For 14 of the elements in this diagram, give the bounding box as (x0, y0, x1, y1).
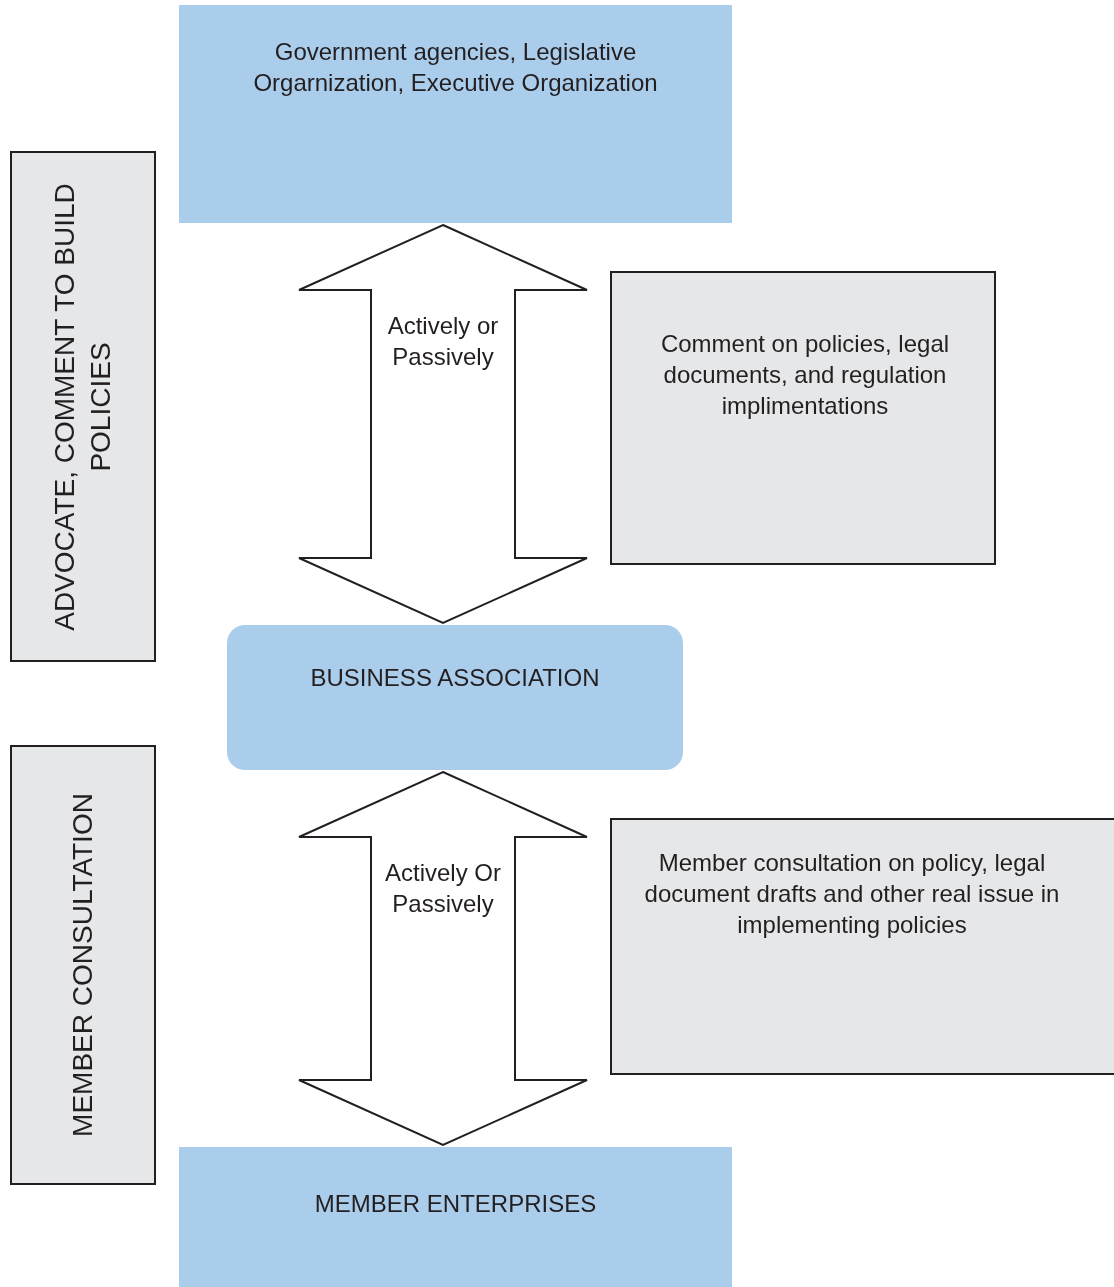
node-text: Comment on policies, legal documents, and regulation implimentations (659, 329, 951, 421)
side-panel (10, 745, 156, 1185)
note-box (610, 271, 996, 565)
process-box (179, 5, 732, 223)
node-text: MEMBER ENTERPRISES (313, 1189, 598, 1219)
node-text: Government agencies, Legislative Orgarnization, Executive Organization (252, 37, 659, 98)
process-box (179, 1147, 732, 1287)
panel-heading: ADVOCATE, COMMENT TO BUILD POLICIES (48, 181, 117, 633)
node-text: Member consultation on policy, legal document drafts and other real issue in implementing policies (643, 848, 1061, 940)
panel-heading: MEMBER CONSULTATION (66, 792, 99, 1139)
process-box (227, 625, 683, 770)
side-panel (10, 151, 156, 662)
note-box (610, 818, 1114, 1075)
node-text: BUSINESS ASSOCIATION (309, 663, 601, 693)
